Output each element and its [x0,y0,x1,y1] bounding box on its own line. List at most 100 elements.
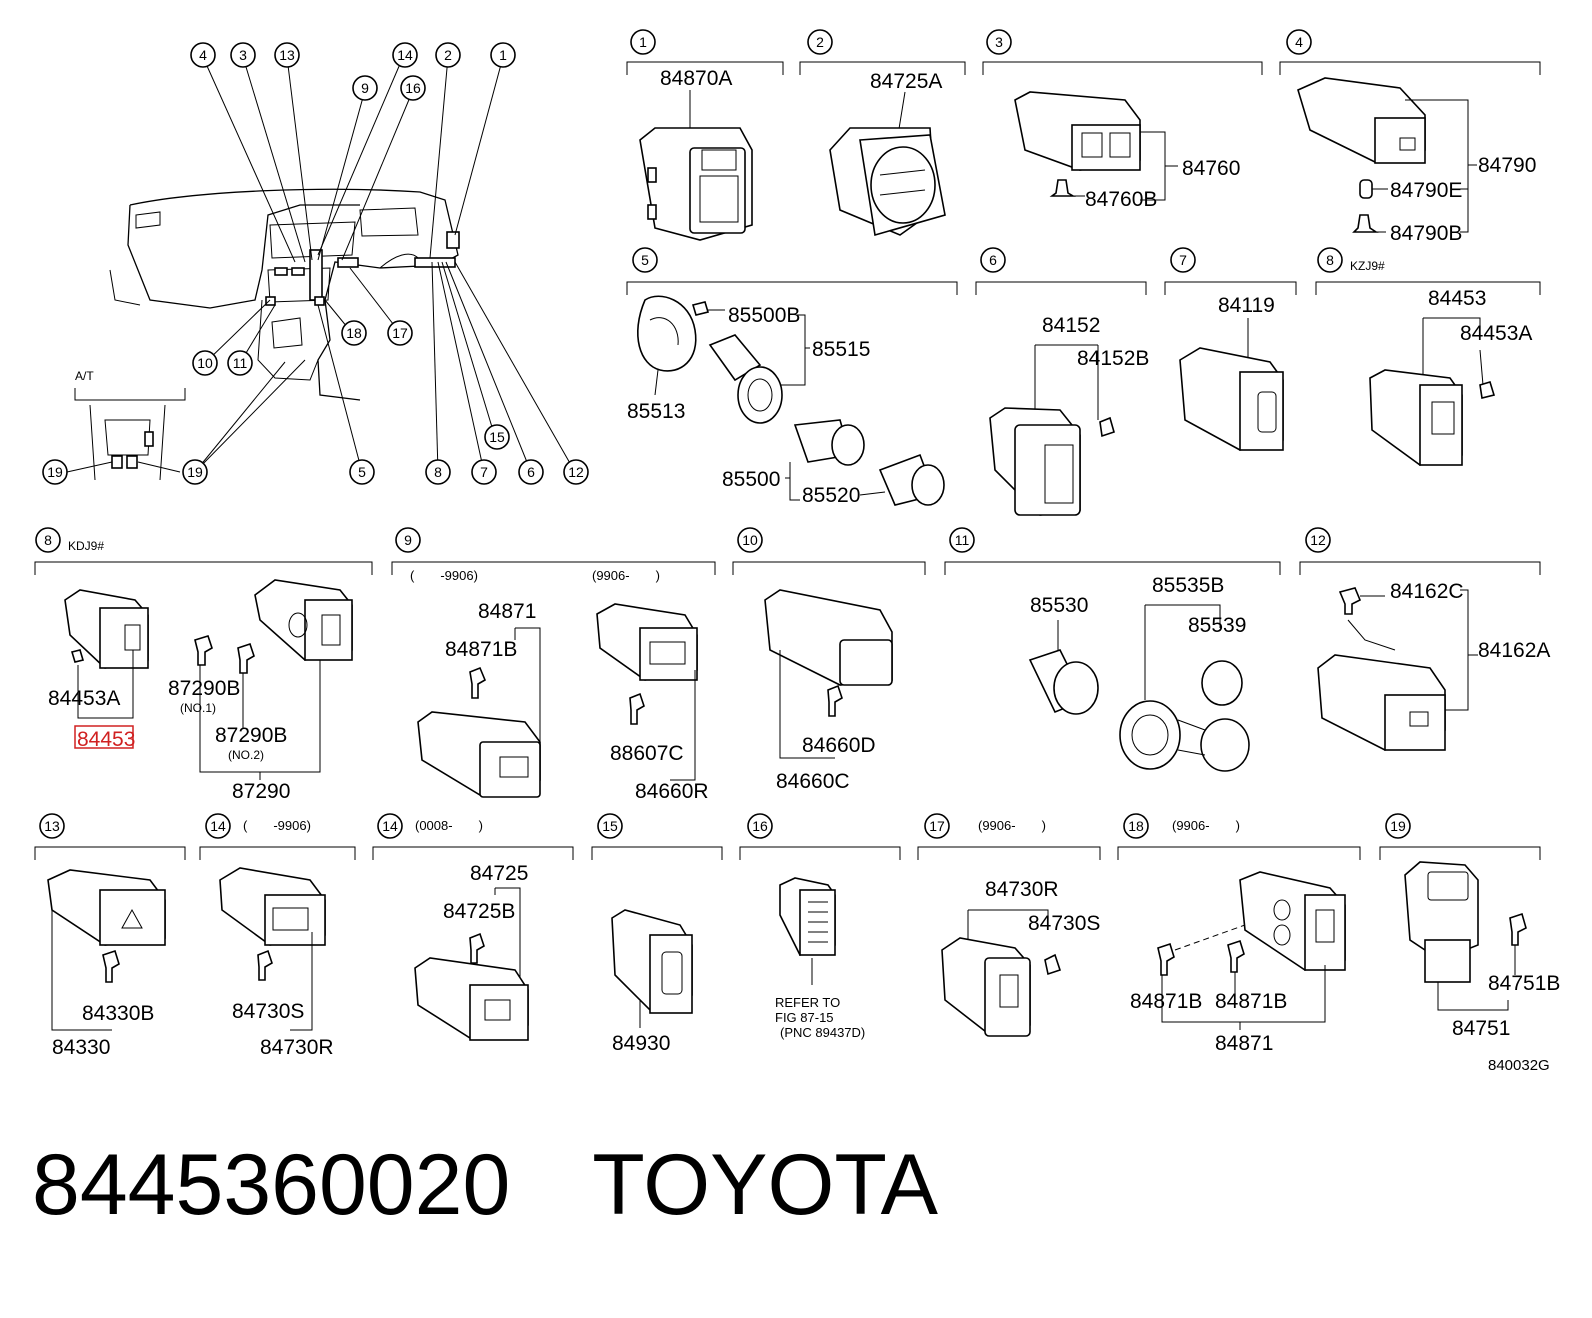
diagram-text: 1 [639,34,647,50]
diagram-text: 2 [444,47,452,63]
part-label: 84119 [1218,294,1275,317]
part-label: 85515 [812,338,870,361]
section-7: 7 84119 [1164,247,1297,451]
section-14a: 14 ( -9906) 84730S 84730R [199,813,356,1059]
diagram-text: (9906- ) [1172,818,1240,833]
overview-callout: 13 [274,42,300,68]
part-label: 84725B [443,900,515,923]
part-label: 84870A [660,67,732,90]
part-label: 84871B [1130,990,1202,1013]
diagram-text: 3 [239,47,247,63]
overview-callout: 16 [400,75,426,101]
part-label: 84751 [1452,1017,1510,1040]
diagram-text: 19 [1390,818,1406,834]
diagram-text: 3 [995,34,1003,50]
diagram-text: 5 [641,252,649,268]
section-11: 11 85530 85535B 85539 [944,527,1281,772]
diagram-text: 1 [499,47,507,63]
section-4: 4 84790 84790E 84790B [1279,29,1541,245]
diagram-text: KDJ9# [68,539,104,553]
overview-callout: 17 [387,320,413,346]
diagram-text: 18 [1128,818,1144,834]
diagram-text: 12 [1310,532,1326,548]
part-label: 85500B [728,304,800,327]
part-label: 85539 [1188,614,1246,637]
part-label: 84725 [470,862,528,885]
section-13: 13 84330B 84330 [34,813,186,1059]
overview-callout: 8 [425,459,451,485]
part-label: 85500 [722,468,780,491]
diagram-text: (9906- ) [978,818,1046,833]
diagram-text: 8 [44,532,52,548]
diagram-text: 9 [404,532,412,548]
brand-name: TOYOTA [592,1137,938,1233]
overview-callout: 11 [227,350,253,376]
diagram-text: 14 [382,818,398,834]
diagram-text: 4 [1295,34,1303,50]
overview-callout: 4 [190,42,216,68]
overview-callout: 9 [352,75,378,101]
part-label: 88607C [610,742,684,765]
part-label: 84152 [1042,314,1100,337]
overview-callout: 7 [471,459,497,485]
part-label: 84453A [1460,322,1532,345]
section-15: 15 84930 [591,813,723,1055]
diagram-text: ( -9906) [243,818,311,833]
part-label: 84871 [478,600,536,623]
part-label: 84152B [1077,347,1149,370]
diagram-text: 10 [197,355,213,371]
part-label: 84930 [612,1032,670,1055]
part-label: 84871B [1215,990,1287,1013]
part-label: 84730S [1028,912,1100,935]
diagram-text: 8 [434,464,442,480]
part-label: 85513 [627,400,685,423]
diagram-text: 17 [929,818,945,834]
section-1: 1 84870A [626,29,784,241]
diagram-text: 16 [752,818,768,834]
part-label: 87290 [232,780,290,803]
diagram-text: 11 [955,532,970,548]
part-label: 84660C [776,770,850,793]
part-label: 84871 [1215,1032,1273,1055]
section-10: 10 84660D 84660C [732,527,926,793]
section-8a: 8 KZJ9# 84453 84453A [1315,247,1541,466]
diagram-text: 7 [1179,252,1187,268]
part-label: 84660D [802,734,876,757]
section-5: 5 85513 85500B 85515 85500 85520 [626,247,958,507]
diagram-text: 9 [361,80,369,96]
section-6: 6 84152 84152B [975,247,1149,516]
overview-callout: 2 [435,42,461,68]
diagram-text: 18 [346,325,362,341]
overview-callout: 5 [349,459,375,485]
part-label: 84760 [1182,157,1240,180]
part-label: 84660R [635,780,709,803]
diagram-text: 19 [47,464,63,480]
section-16: 16 REFER TO FIG 87-15 (PNC 89437D) [739,813,901,1040]
overview-callout: 3 [230,42,256,68]
section-3: 3 84760 84760B [982,29,1263,211]
diagram-text: 6 [989,252,997,268]
diagram-text: 6 [527,464,535,480]
diagram-text: (NO.1) [180,701,216,715]
part-label: 84760B [1085,188,1157,211]
part-label: 84730R [985,878,1059,901]
overview-callout: 15 [484,424,510,450]
part-label: 84162C [1390,580,1464,603]
part-label: 84790E [1390,179,1462,202]
part-label: 87290B [168,677,240,700]
diagram-text: 17 [392,325,408,341]
overview-callout: 18 [341,320,367,346]
dashboard-overview: A/T 4 3 13 14 2 1 9 16 10 11 18 17 5 8 7… [42,42,589,485]
part-label: 84871B [445,638,517,661]
part-label: 84330B [82,1002,154,1025]
diagram-text: (PNC 89437D) [780,1025,865,1040]
diagram-text: 19 [187,464,203,480]
diagram-text: 11 [233,355,248,371]
section-12: 12 84162C 84162A [1299,527,1550,751]
highlighted-part-84453: 84453 [77,728,135,751]
diagram-text: (0008- ) [415,818,483,833]
section-9: 9 ( -9906) (9906- ) 84871 84871B 88607C … [391,527,716,803]
diagram-text: (9906- ) [592,568,660,583]
diagram-text: 14 [210,818,226,834]
